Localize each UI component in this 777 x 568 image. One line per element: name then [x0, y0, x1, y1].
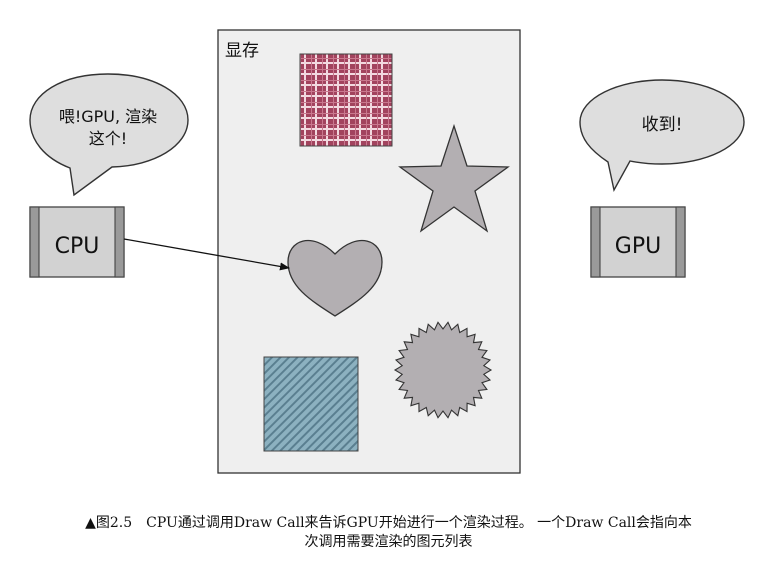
cpu-label: CPU	[55, 234, 100, 259]
gpu-left-edge	[590, 206, 601, 278]
figure-caption-line1: ▲图2.5 CPU通过调用Draw Call来告诉GPU开始进行一个渲染过程。 …	[85, 515, 692, 531]
draw-call-arrow	[123, 238, 290, 271]
cpu-left-edge	[29, 206, 40, 278]
plaid-square	[299, 53, 393, 147]
gpu-label: GPU	[615, 234, 661, 259]
hatched-square	[263, 356, 359, 452]
cpu-bubble-line2: 这个!	[89, 129, 127, 148]
gpu-speech-bubble	[579, 79, 745, 192]
cpu-right-edge	[114, 206, 125, 278]
video-memory-label: 显存	[225, 41, 259, 61]
draw-call-diagram: 显存 喂!GPU, 渲染 这个! CPU 收到! GPU	[29, 29, 745, 474]
gpu-bubble-text: 收到!	[642, 115, 683, 135]
gpu-right-edge	[675, 206, 686, 278]
cpu-bubble-line1: 喂!GPU, 渲染	[59, 107, 157, 126]
cpu-speech-bubble	[29, 73, 189, 197]
cpu-box	[29, 206, 125, 278]
jagged-circle-shape	[393, 321, 493, 419]
star-shape	[398, 123, 510, 233]
heart-shape	[287, 239, 383, 317]
figure-caption-line2: 次调用需要渲染的图元列表	[304, 534, 473, 550]
